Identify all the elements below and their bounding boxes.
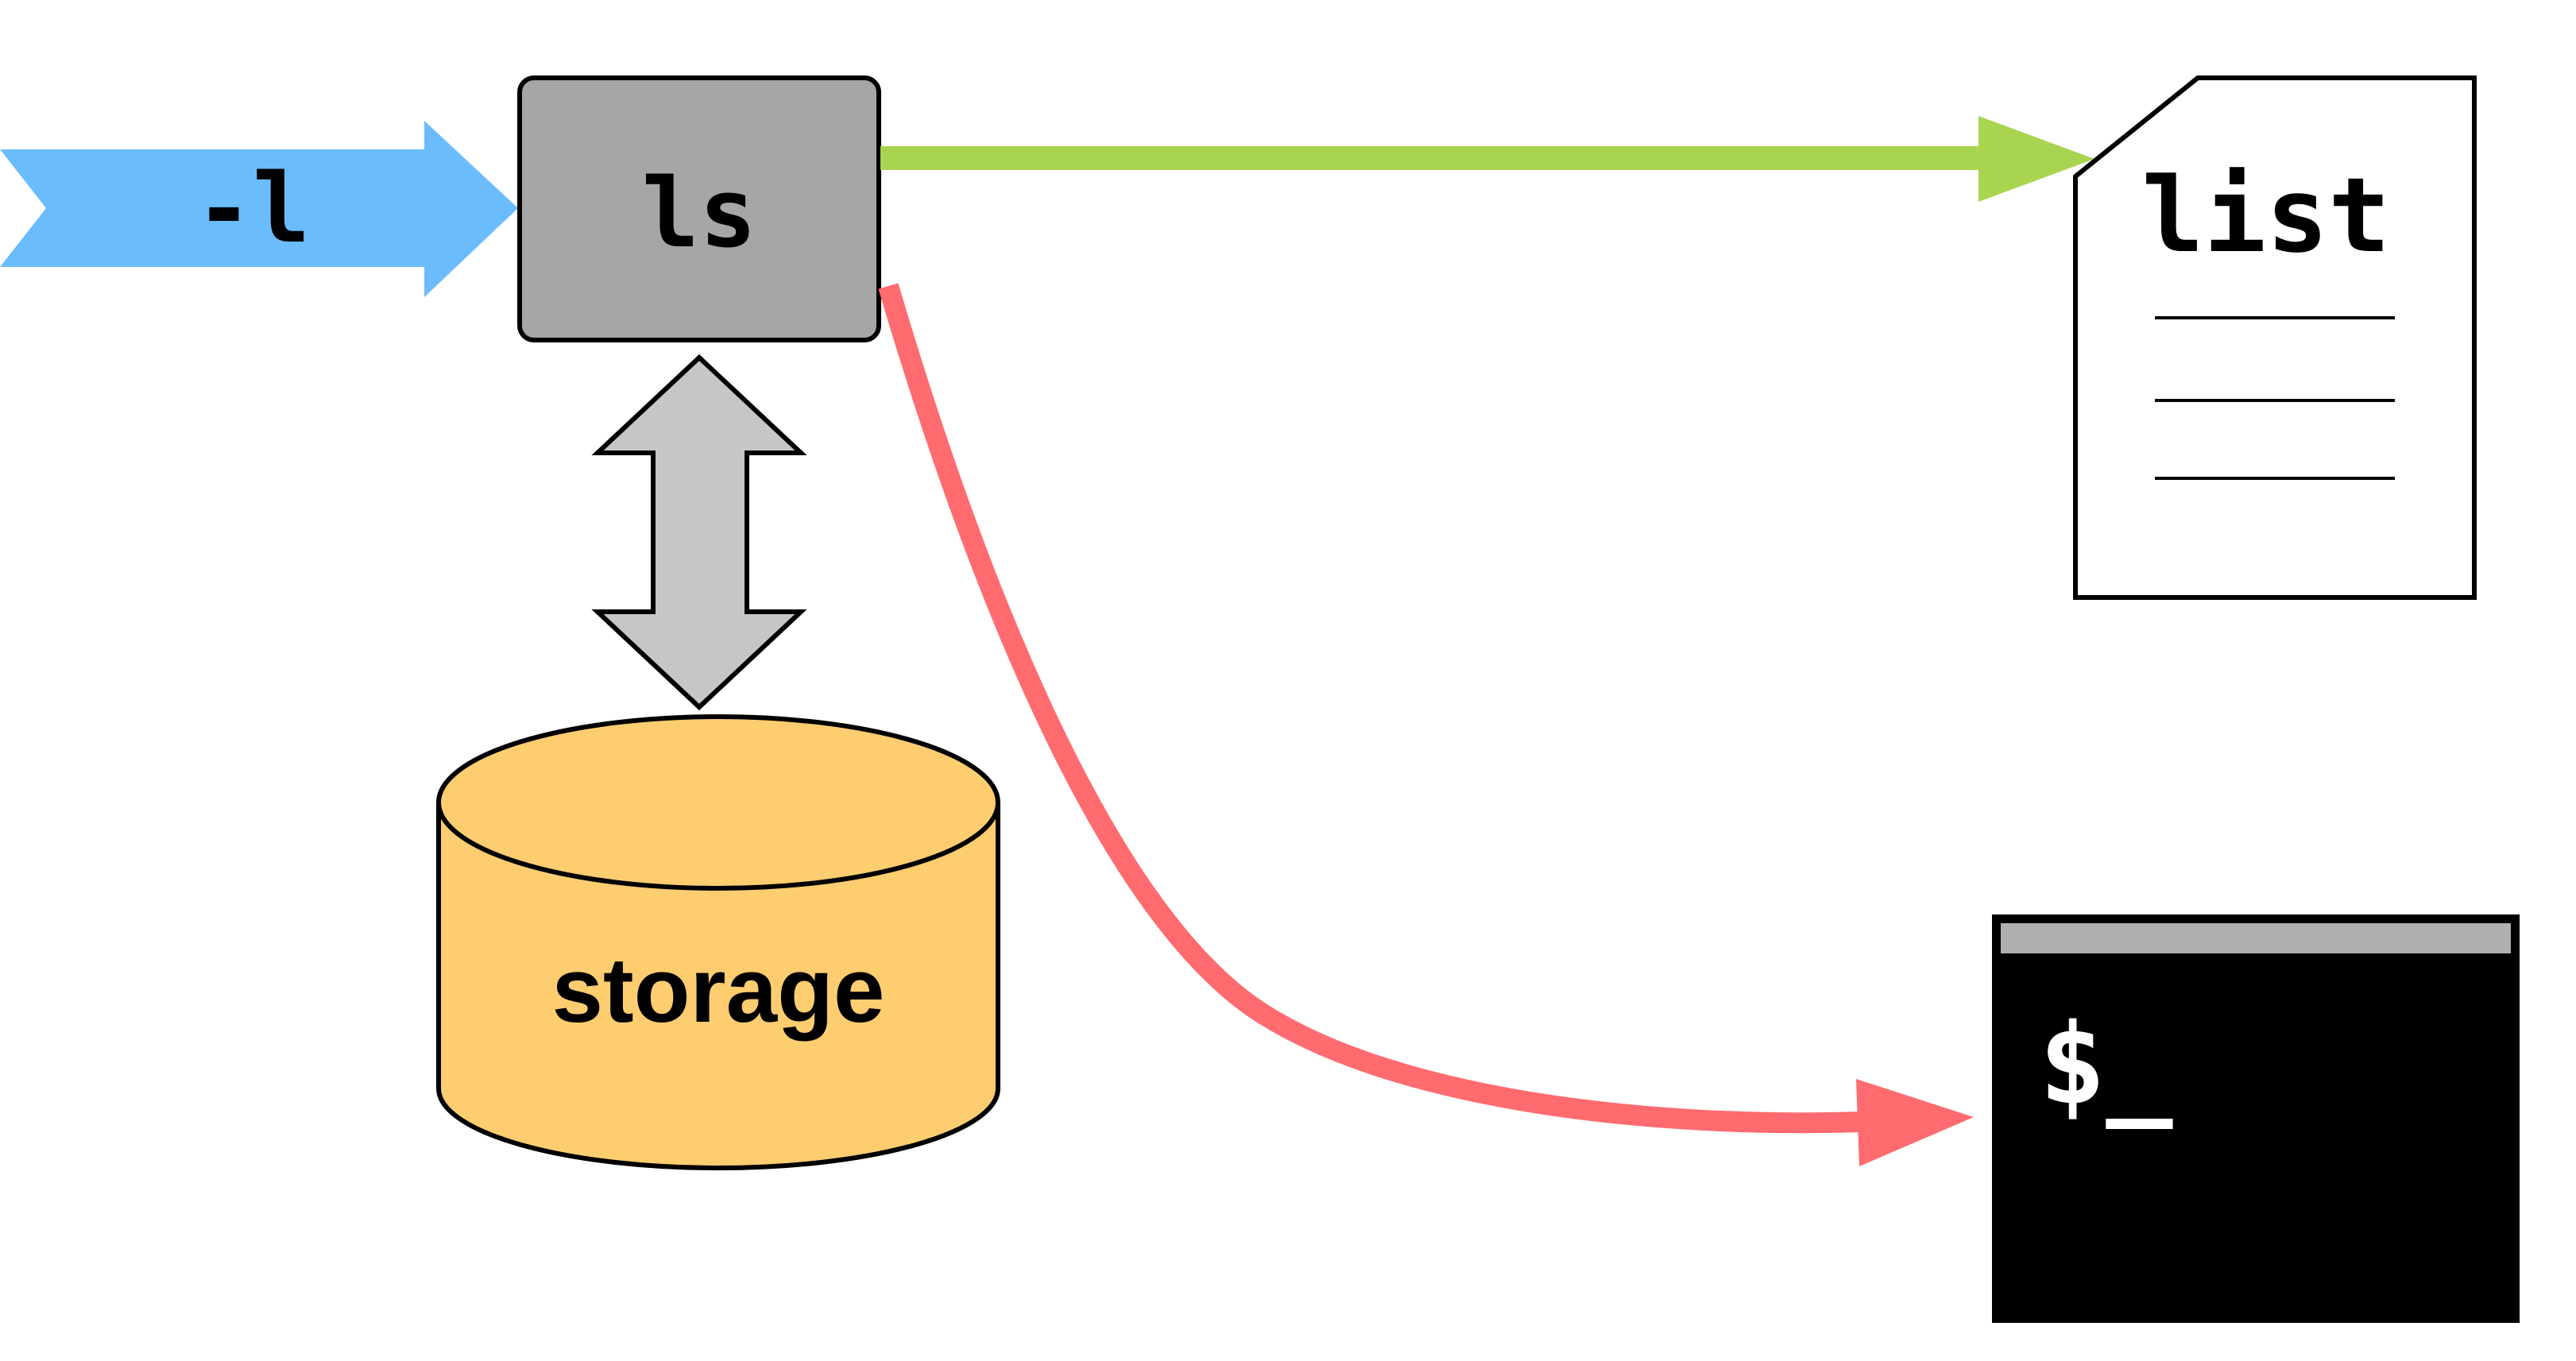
output-file: list [2073,75,2477,600]
terminal-window: $_ [1992,914,2520,1323]
output-file-label: list [2141,155,2390,276]
stdout-arrow-head [1978,116,2094,202]
storage-cylinder-top [436,714,1000,891]
stderr-arrow [878,283,1974,1166]
storage-double-arrow [591,354,807,711]
stderr-arrow-head [1856,1079,1974,1166]
stderr-arrow-curve [878,283,1862,1134]
option-arrow: -l [0,121,518,297]
command-box-shape [517,75,881,342]
terminal-titlebar [2001,923,2511,953]
command-box: ls [517,75,881,342]
option-label: -l [195,154,311,265]
storage-cylinder-body [436,802,1000,1170]
terminal-frame [1992,914,2520,1323]
terminal-prompt: $_ [2039,1000,2173,1130]
command-label: ls [642,159,757,269]
stdout-arrow [880,116,2094,202]
storage-label: storage [551,938,884,1042]
option-arrow-shape [0,121,518,297]
stdout-arrow-shaft [880,146,1981,170]
storage-cylinder: storage [436,714,1000,1170]
file-icon [2073,75,2477,600]
